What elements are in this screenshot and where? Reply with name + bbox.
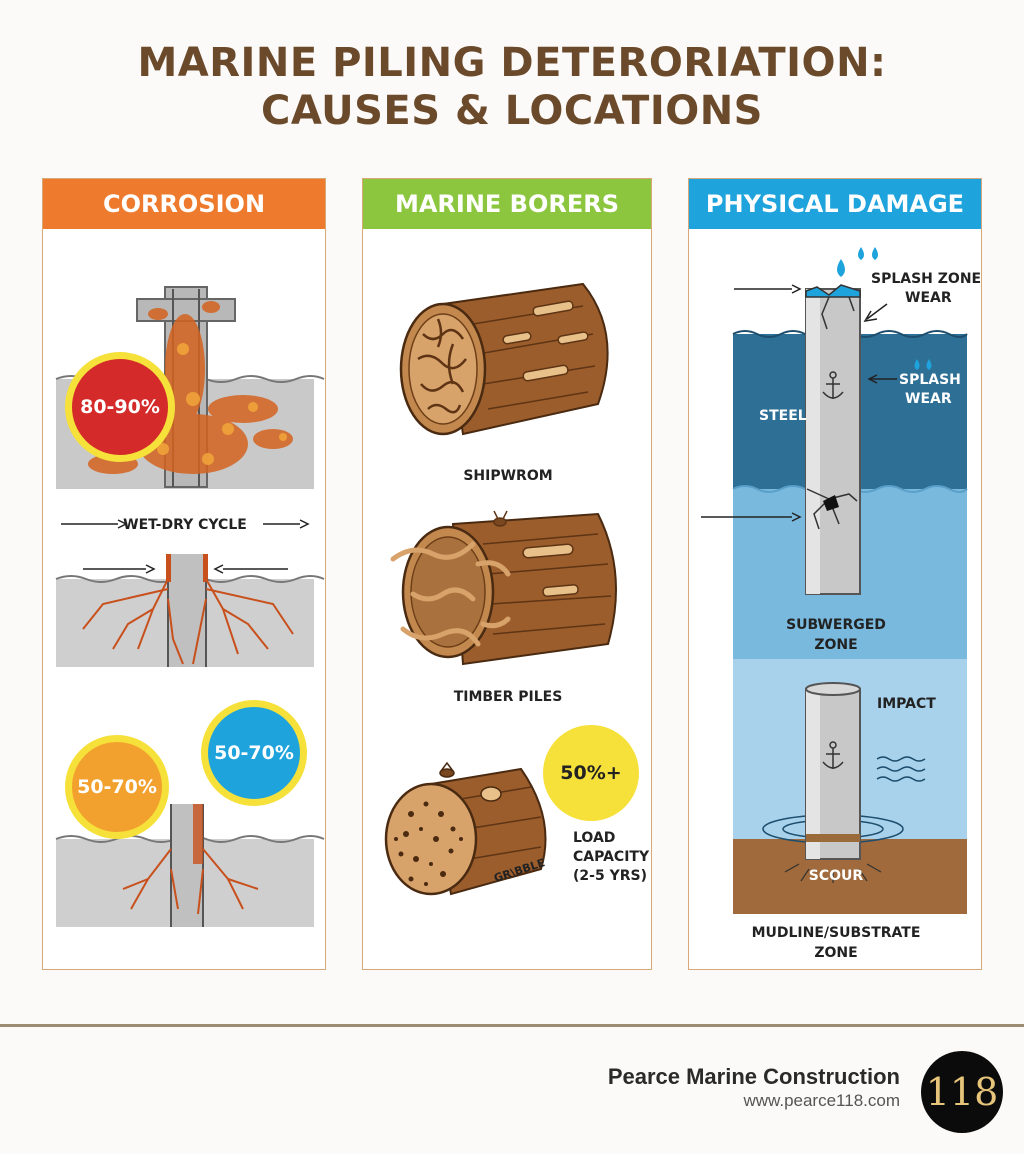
splash-wear-line-1: SPLASH [899,372,961,388]
marine-borers-header: MARINE BORERS [363,179,651,229]
submerged-zone-line-2: ZONE [814,637,858,653]
corrosion-rate-badge-50-70-left: 50-70% [65,735,169,839]
mudline-zone-line-1: MUDLINE/SUBSTRATE [751,925,921,941]
load-loss-badge: 50%+ [543,725,639,821]
submerged-zone-line-1: SUBWERGED [786,617,886,633]
splash-zone-wear-line-2: WEAR [905,290,952,306]
marine-borers-panel: MARINE BORERS SHIPWROM [362,178,652,970]
corrosion-panel: CORROSION 80-90% WET-DRY CYCLE [42,178,326,970]
impact-label: IMPACT [877,696,936,712]
company-logo: 118 [921,1051,1003,1133]
shipworm-label: SHIPWROM [463,468,553,484]
mudline-zone-line-2: ZONE [814,945,858,961]
gribble-log-illustration [384,761,547,896]
cracked-pile-illustration [55,554,325,667]
splash-wear-line-2: WEAR [905,391,952,407]
page-title-line-1: MARINE PILING DETERORIATION: [137,40,887,86]
corrosion-rate-badge-50-70-right: 50-70% [201,700,307,806]
water-zones-illustration [701,247,968,914]
shipworm-log-illustration [399,282,609,436]
corroded-h-pile-illustration [55,286,325,489]
corroded-pile-bottom-illustration [55,804,325,927]
corrosion-header: CORROSION [43,179,325,229]
timber-piles-illustration [390,510,617,666]
load-capacity-line-1: LOAD [573,830,616,846]
timber-piles-label: TIMBER PILES [453,689,563,705]
corrosion-rate-badge-80-90: 80-90% [65,352,175,462]
load-capacity-line-2: CAPACITY [573,849,650,865]
physical-damage-panel: PHYSICAL DAMAGE [688,178,982,970]
steel-label: STEEL [759,408,807,424]
physical-damage-header: PHYSICAL DAMAGE [689,179,981,229]
load-capacity-line-3: (2-5 YRS) [573,868,647,884]
company-name: Pearce Marine Construction [607,1064,900,1089]
splash-zone-wear-line-1: SPLASH ZONE [871,271,982,287]
wet-dry-arrows [61,519,310,529]
company-url[interactable]: www.pearce118.com [743,1091,900,1110]
footer-divider [0,1024,1024,1027]
scour-label: SCOUR [808,868,864,884]
page-title-line-2: CAUSES & LOCATIONS [261,88,763,134]
wet-dry-cycle-label: WET-DRY CYCLE [123,517,247,533]
